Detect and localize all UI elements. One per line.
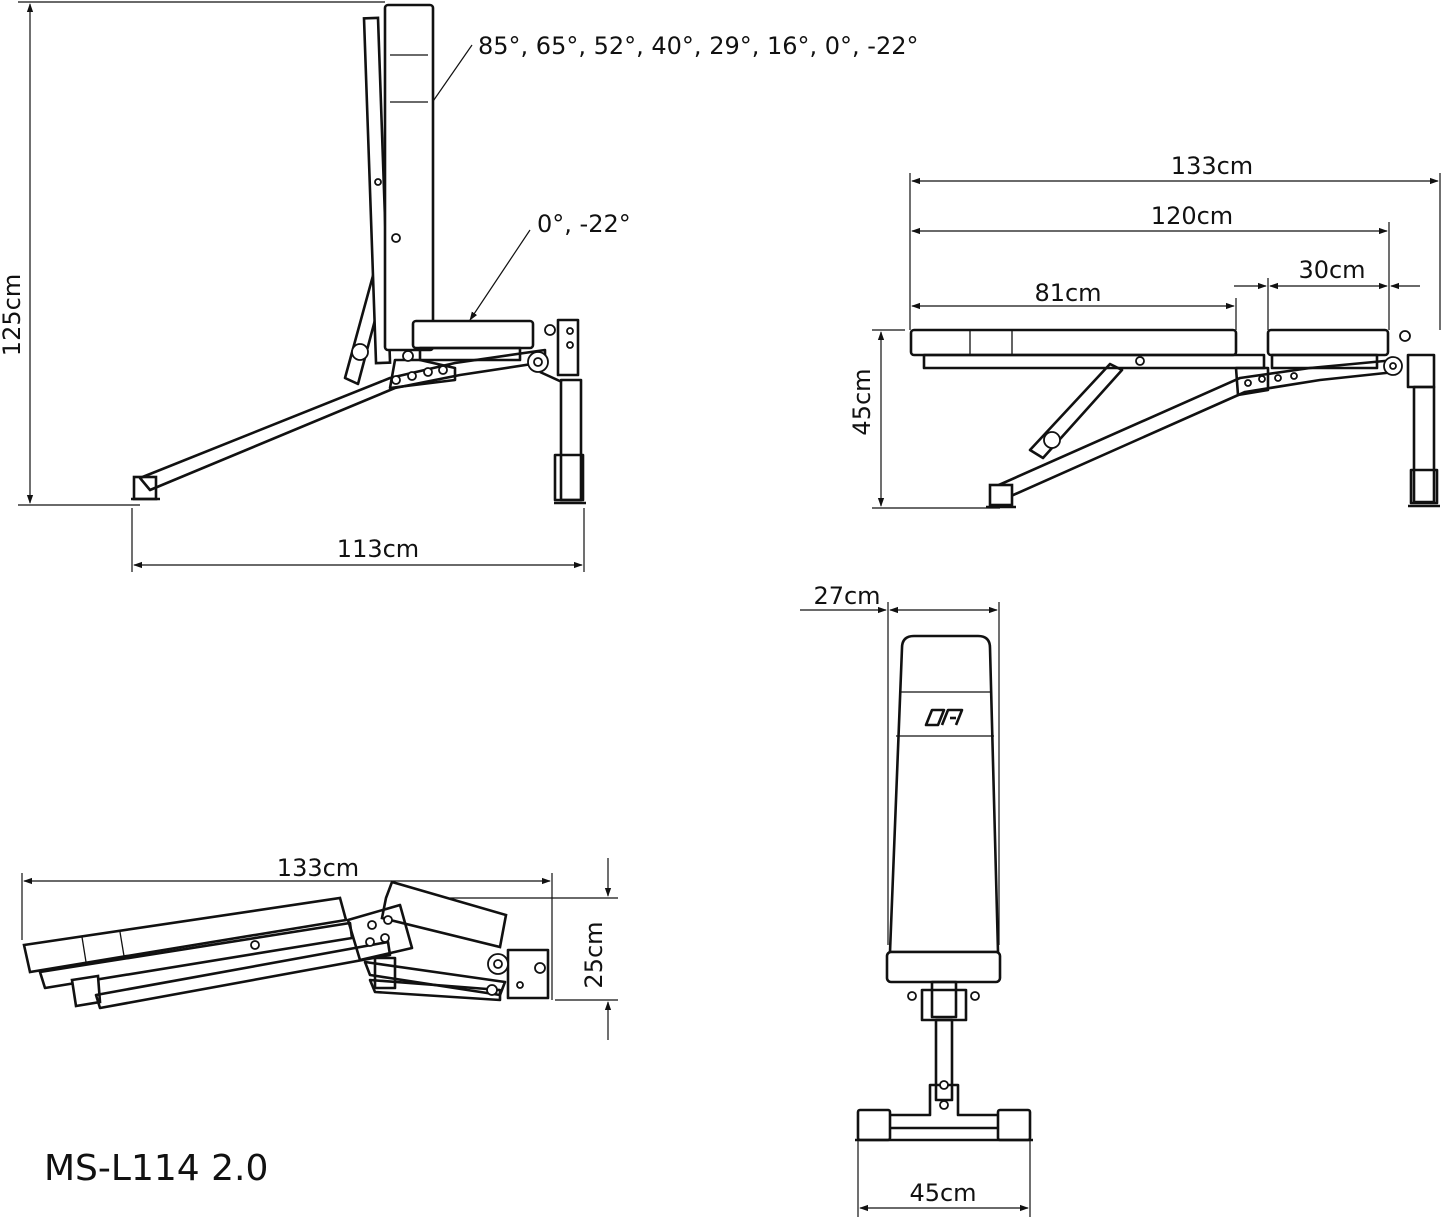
dim-seat-30: 30cm [1234, 256, 1420, 330]
view-side-upright: 125cm 113cm 85°, 65°, 52°, 40°, 29°, 16°… [0, 1, 919, 572]
base-width-label: 45cm [909, 1179, 976, 1207]
view-side-flat: 133cm 120cm 30cm 81cm 45cm [848, 152, 1441, 509]
pad-length-label: 120cm [1151, 202, 1233, 230]
height-label-125: 125cm [0, 274, 26, 356]
brand-logo-icon [924, 708, 964, 727]
dim-width-45: 45cm [857, 1140, 1031, 1217]
dim-back-81: 81cm [911, 279, 1237, 330]
decline-seat-pad [380, 880, 508, 949]
decline-height-label: 25cm [580, 921, 608, 988]
dim-pad-120: 120cm [911, 202, 1390, 330]
bench-upright-drawing [131, 3, 586, 505]
bench-decline-drawing [22, 880, 550, 1010]
flat-back-pad [909, 328, 1238, 357]
seat-angle-leader [469, 229, 531, 321]
back-angles-label: 85°, 65°, 52°, 40°, 29°, 16°, 0°, -22° [478, 32, 919, 60]
decline-back-pad [22, 896, 348, 974]
back-pad [383, 3, 435, 352]
back-pad-label: 81cm [1034, 279, 1101, 307]
front-seat-pad [885, 950, 1002, 984]
flat-height-label: 45cm [848, 368, 876, 435]
strut-knob [351, 343, 369, 361]
decline-length-label: 133cm [277, 854, 359, 882]
dim-height-45: 45cm [848, 329, 1000, 509]
rear-bracket [556, 318, 580, 377]
front-back-pad [888, 634, 1000, 954]
dim-decline-25: 25cm [450, 858, 618, 1040]
length-label-113: 113cm [337, 535, 419, 563]
pad-width-label: 27cm [813, 582, 880, 610]
dim-width-27: 27cm [800, 582, 1000, 945]
total-length-label: 133cm [1171, 152, 1253, 180]
view-side-decline: 133cm 25cm [21, 854, 618, 1040]
dim-length-113: 113cm [131, 508, 585, 572]
dim-total-133: 133cm [909, 152, 1441, 330]
bench-flat-drawing [909, 328, 1440, 509]
dim-height-125: 125cm [0, 1, 385, 506]
flat-seat-pad [1266, 328, 1390, 357]
model-name: MS-L114 2.0 [44, 1148, 269, 1189]
seat-angles-label: 0°, -22° [537, 210, 631, 238]
seat-pad-label: 30cm [1298, 256, 1365, 284]
dim-decline-133: 133cm [21, 854, 553, 1000]
seat-pad [411, 319, 535, 350]
bench-front-drawing [855, 634, 1033, 1142]
view-front: 27cm 45cm [800, 582, 1033, 1217]
